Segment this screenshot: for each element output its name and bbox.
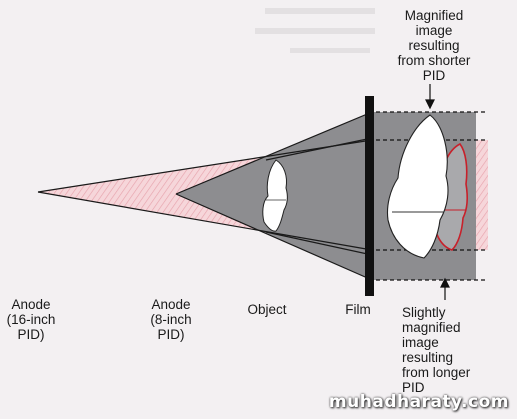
label-film: Film	[345, 302, 371, 317]
label-magnified-shorter-pid: Magnified image resulting from shorter P…	[397, 8, 471, 83]
film	[365, 96, 374, 296]
object-tooth	[262, 159, 288, 232]
label-slightly-magnified-longer-pid: Slightly magnified image resulting from …	[402, 305, 471, 395]
label-object: Object	[247, 302, 287, 317]
watermark: muhadharaty.com	[328, 392, 509, 412]
magnified-image-tooth	[386, 114, 449, 259]
arrow-slightly-magnified	[440, 277, 450, 300]
label-anode-8-inch: Anode (8-inch PID)	[150, 297, 192, 342]
arrow-magnified	[425, 84, 435, 110]
bleed-through-text	[255, 8, 375, 53]
short-pid-beam-edges	[175, 111, 373, 281]
label-anode-16-inch: Anode (16-inch PID)	[6, 297, 56, 342]
long-pid-beam-edges	[37, 139, 373, 251]
